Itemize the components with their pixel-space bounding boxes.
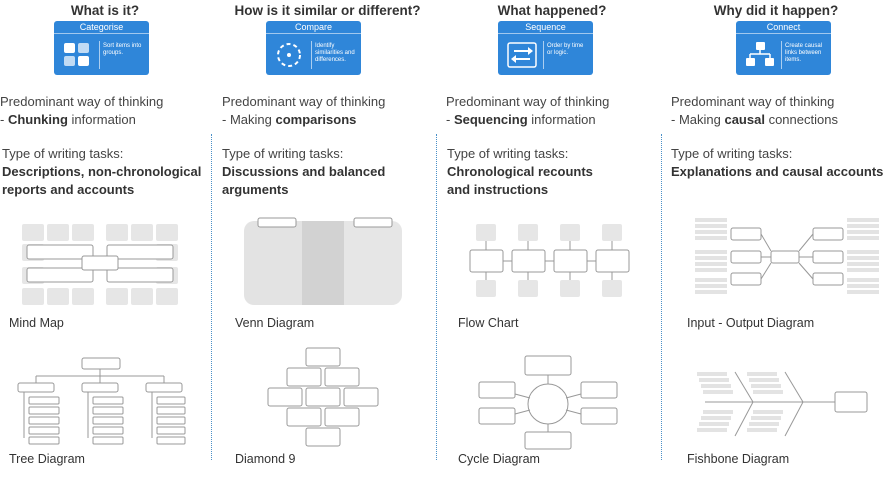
card-description: Identify similarities and differences. bbox=[315, 43, 355, 63]
tasks-line: arguments bbox=[222, 182, 289, 197]
diagram-label-input-output: Input - Output Diagram bbox=[687, 316, 815, 330]
thinking-text: Predominant way of thinking - Sequencing… bbox=[446, 93, 609, 129]
thinking-prefix: - Making bbox=[671, 112, 725, 127]
tasks-line: Explanations and causal accounts bbox=[671, 164, 884, 179]
diagram-label-cycle: Cycle Diagram bbox=[458, 452, 540, 466]
heading-similar-different: How is it similar or different? bbox=[234, 3, 421, 18]
fishbone-diagram bbox=[697, 371, 868, 437]
card-title: Compare bbox=[266, 21, 361, 34]
tasks-label: Type of writing tasks: bbox=[671, 146, 793, 161]
diagram-label-venn: Venn Diagram bbox=[235, 316, 315, 330]
card-title: Sequence bbox=[498, 21, 593, 34]
card-title: Connect bbox=[736, 21, 831, 34]
thinking-suffix: information bbox=[67, 112, 136, 127]
connect-nodes-icon bbox=[746, 42, 774, 66]
tasks-line: and instructions bbox=[447, 182, 549, 197]
tasks-label: Type of writing tasks: bbox=[2, 146, 124, 161]
column-separator bbox=[436, 134, 437, 460]
sequence-card: Sequence Order by time or logic. bbox=[498, 21, 593, 75]
thinking-line: Predominant way of thinking bbox=[671, 94, 835, 109]
diagram-label-mind-map: Mind Map bbox=[9, 316, 64, 330]
tasks-text: Type of writing tasks: Explanations and … bbox=[671, 145, 883, 181]
column-separator bbox=[211, 134, 212, 460]
thinking-prefix: - Making bbox=[222, 112, 276, 127]
categorise-card: Categorise Sort items into groups. bbox=[54, 21, 149, 75]
thinking-bold: Chunking bbox=[7, 112, 68, 127]
diamond-9-diagram bbox=[267, 347, 379, 447]
column-sequence: What happened? Sequence Order by time or… bbox=[443, 0, 661, 478]
mind-map-diagram bbox=[22, 224, 178, 305]
tasks-line: reports and accounts bbox=[2, 182, 135, 197]
sequence-arrows-icon bbox=[507, 42, 537, 68]
column-categorise: What is it? Categorise Sort items into g… bbox=[0, 0, 210, 478]
tasks-text: Type of writing tasks: Chronological rec… bbox=[447, 145, 593, 199]
diagram-label-diamond-9: Diamond 9 bbox=[235, 452, 296, 466]
card-description: Create causal links between items. bbox=[785, 43, 823, 63]
card-description: Order by time or logic. bbox=[547, 43, 584, 56]
tasks-line: Discussions and balanced bbox=[222, 164, 386, 179]
thinking-text: Predominant way of thinking - Chunking i… bbox=[0, 93, 163, 129]
cycle-diagram bbox=[478, 355, 618, 450]
column-connect: Why did it happen? Connect Create causal… bbox=[668, 0, 896, 478]
card-description: Sort items into groups. bbox=[103, 43, 142, 56]
tasks-line: Chronological recounts bbox=[447, 164, 593, 179]
column-compare: How is it similar or different? Compare … bbox=[220, 0, 435, 478]
tasks-label: Type of writing tasks: bbox=[447, 146, 569, 161]
tasks-label: Type of writing tasks: bbox=[222, 146, 344, 161]
thinking-suffix: information bbox=[527, 112, 596, 127]
thinking-line: Predominant way of thinking bbox=[222, 94, 386, 109]
tree-diagram bbox=[17, 357, 186, 445]
input-output-diagram bbox=[695, 218, 879, 294]
compare-card: Compare Identify similarities and differ… bbox=[266, 21, 361, 75]
thinking-bold: causal bbox=[724, 112, 765, 127]
thinking-prefix: - bbox=[0, 112, 8, 127]
flow-chart-diagram bbox=[469, 224, 630, 297]
tasks-line: Descriptions, non-chronological bbox=[2, 164, 202, 179]
thinking-text: Predominant way of thinking - Making com… bbox=[222, 93, 385, 129]
thinking-line: Predominant way of thinking bbox=[446, 94, 610, 109]
thinking-bold: comparisons bbox=[275, 112, 357, 127]
tasks-text: Type of writing tasks: Descriptions, non… bbox=[2, 145, 201, 199]
heading-what-is-it: What is it? bbox=[70, 3, 140, 18]
venn-diagram bbox=[244, 217, 402, 305]
thinking-line: Predominant way of thinking bbox=[0, 94, 164, 109]
diagram-label-fishbone: Fishbone Diagram bbox=[687, 452, 790, 466]
diagram-label-flow-chart: Flow Chart bbox=[458, 316, 519, 330]
thinking-text: Predominant way of thinking - Making cau… bbox=[671, 93, 838, 129]
tasks-text: Type of writing tasks: Discussions and b… bbox=[222, 145, 385, 199]
thinking-suffix: connections bbox=[764, 112, 838, 127]
heading-what-happened: What happened? bbox=[497, 3, 607, 18]
column-separator bbox=[661, 134, 662, 460]
thinking-bold: Sequencing bbox=[453, 112, 528, 127]
card-title: Categorise bbox=[54, 21, 149, 34]
heading-why-did-it-happen: Why did it happen? bbox=[713, 3, 839, 18]
diagram-label-tree: Tree Diagram bbox=[9, 452, 85, 466]
thinking-prefix: - bbox=[446, 112, 454, 127]
compare-circle-icon bbox=[277, 43, 301, 67]
connect-card: Connect Create causal links between item… bbox=[736, 21, 831, 75]
categorise-grid-icon bbox=[64, 43, 89, 66]
